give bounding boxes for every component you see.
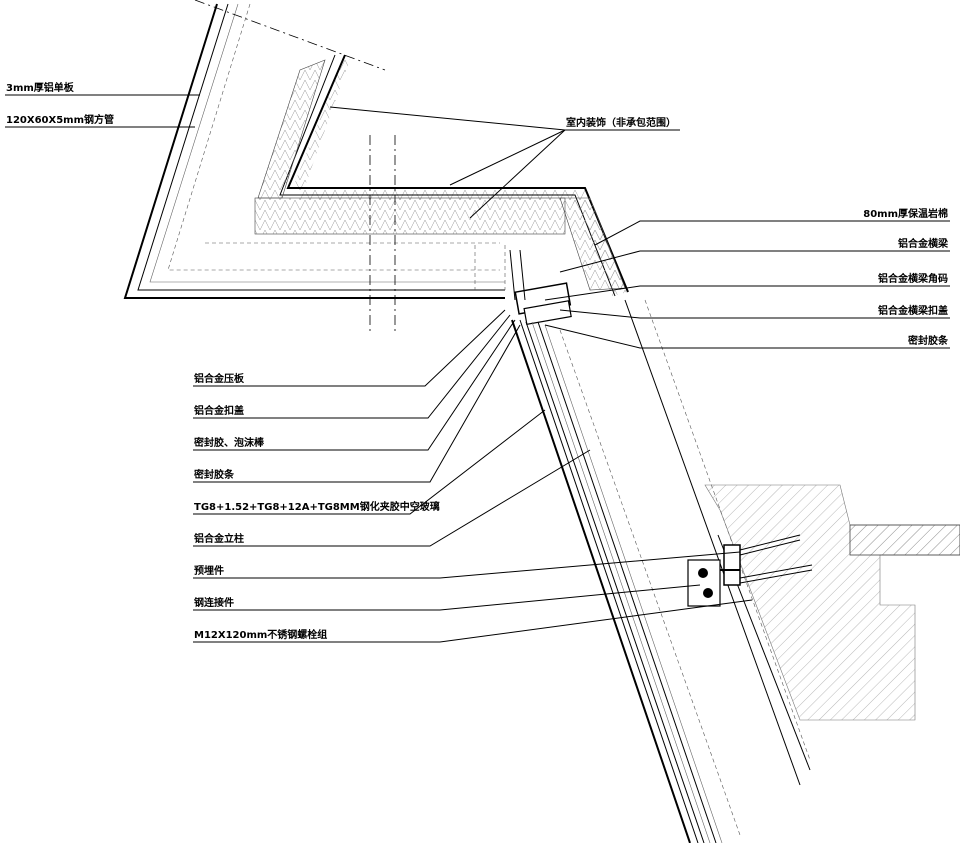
- transom-section: [509, 249, 572, 326]
- label-bolt-set: M12X120mm不锈钢螺栓组: [194, 628, 327, 641]
- bolt-icon: [698, 568, 708, 578]
- leaders: [5, 94, 950, 643]
- label-sealant-foam: 密封胶、泡沫棒: [194, 436, 265, 449]
- mullion-lines: [559, 299, 811, 836]
- label-glass: TG8+1.52+TG8+12A+TG8MM钢化夹胶中空玻璃: [194, 500, 440, 513]
- glass-unit: [511, 319, 723, 843]
- label-gasket-left: 密封胶条: [194, 468, 235, 481]
- label-rock-wool: 80mm厚保温岩棉: [863, 207, 948, 220]
- interior-decoration-ceiling: [254, 54, 629, 297]
- label-aluminum-panel: 3mm厚铝单板: [6, 81, 75, 94]
- label-transom-cover: 铝合金横梁扣盖: [878, 304, 948, 317]
- center-lines: [194, 0, 506, 335]
- label-transom-bracket: 铝合金横梁角码: [878, 272, 948, 285]
- aluminum-panel-outline: [123, 3, 505, 299]
- embedded-anchor: [687, 534, 813, 607]
- label-pressure-plate: 铝合金压板: [194, 372, 245, 385]
- label-steel-tube: 120X60X5mm钢方管: [6, 113, 114, 126]
- label-embedded-part: 预埋件: [194, 564, 224, 577]
- label-transom: 铝合金横梁: [898, 237, 949, 250]
- bolt-icon: [703, 588, 713, 598]
- label-interior-decoration: 室内装饰（非承包范围）: [566, 116, 676, 129]
- label-cover-cap: 铝合金扣盖: [194, 404, 244, 417]
- label-mullion: 铝合金立柱: [194, 532, 244, 545]
- label-steel-connector: 钢连接件: [194, 596, 234, 609]
- label-gasket-right: 密封胶条: [908, 334, 949, 347]
